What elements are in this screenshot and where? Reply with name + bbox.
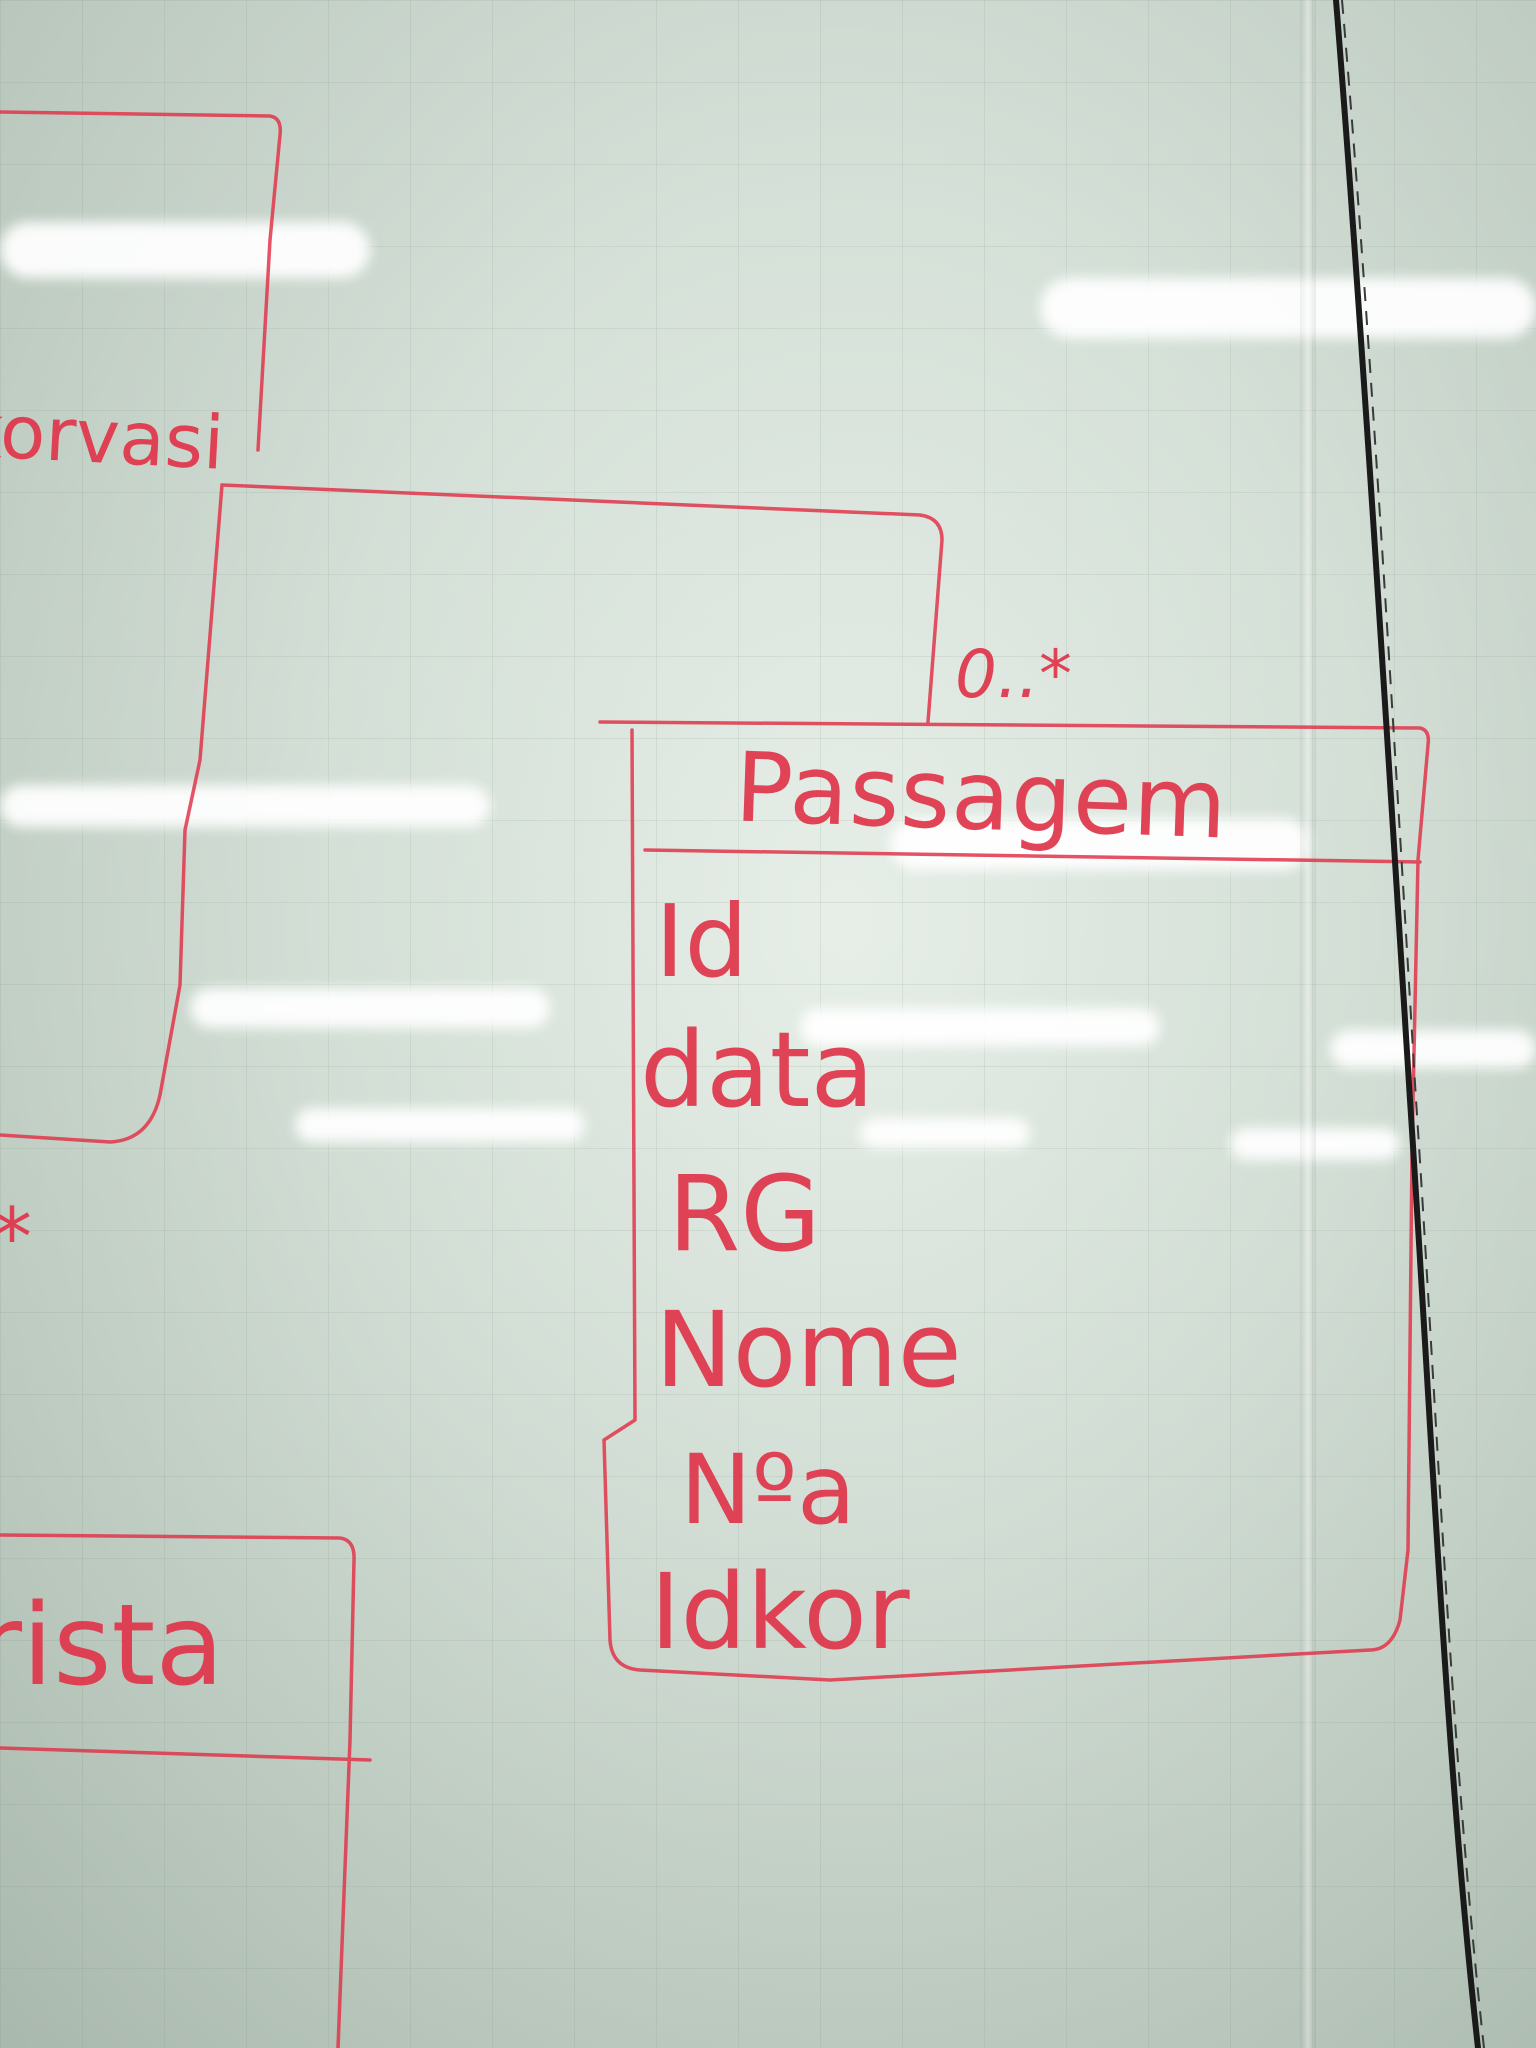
light-reflection (295, 1108, 585, 1142)
left-connector (0, 483, 224, 1144)
passagem-class-box (598, 720, 1431, 1682)
left-lower-class-divider (0, 1746, 372, 1762)
attribute-idkor: Idkor (650, 1551, 910, 1673)
attribute-rg: RG (668, 1153, 821, 1275)
left-lower-class-box (0, 1533, 356, 2048)
attribute-data: data (640, 1009, 875, 1131)
light-reflection (0, 785, 490, 827)
left-star-label: * (0, 1198, 32, 1278)
board-seam (1300, 0, 1316, 2048)
light-reflection (800, 1008, 1160, 1046)
attribute-nome: Nome (655, 1289, 962, 1411)
hanging-cable (1333, 0, 1481, 2048)
light-reflection (190, 988, 550, 1028)
hanging-cable-strand (1341, 0, 1485, 2048)
attribute-id: Id (655, 883, 748, 1000)
association-line (220, 483, 944, 724)
light-reflection (0, 222, 370, 278)
light-reflection (1040, 278, 1536, 338)
left-lower-fragment-text: rista (0, 1581, 225, 1711)
light-reflection (860, 1118, 1030, 1148)
attribute-numero: Nºa (680, 1434, 856, 1546)
light-reflection (890, 818, 1310, 870)
left-upper-fragment-text: korvasi (0, 387, 227, 487)
multiplicity-label: 0..* (955, 636, 1072, 713)
light-reflection (1330, 1030, 1536, 1068)
light-reflection (1230, 1128, 1400, 1160)
passagem-header-divider (643, 848, 1422, 864)
class-title-passagem: Passagem (733, 731, 1230, 861)
left-upper-class-box (0, 110, 283, 452)
